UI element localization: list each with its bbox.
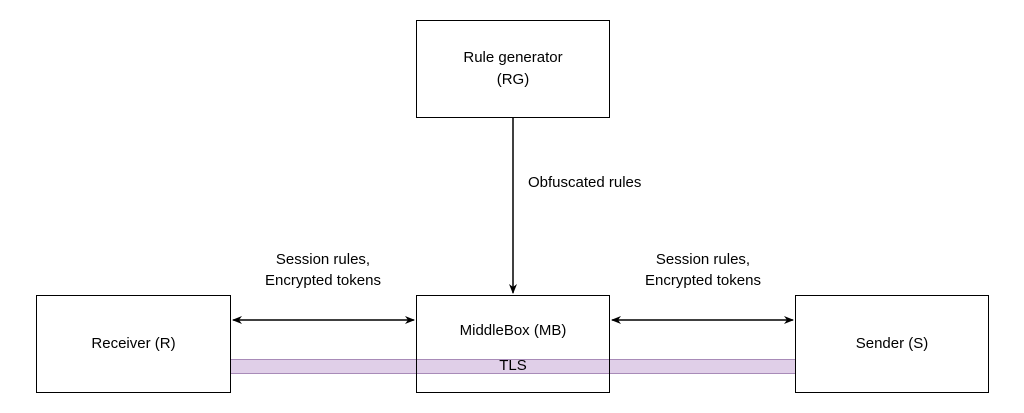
- middlebox-label: MiddleBox (MB): [459, 322, 567, 339]
- tls-label-text: TLS: [499, 357, 527, 374]
- receiver-box: Receiver (R): [36, 295, 231, 393]
- receiver-middlebox-label-line1: Session rules,: [275, 251, 371, 268]
- middlebox-box: MiddleBox (MB): [416, 295, 610, 393]
- receiver-label: Receiver (R): [91, 335, 176, 352]
- rule-generator-abbrev: (RG): [496, 71, 530, 88]
- rule-generator-label: Rule generator: [463, 49, 563, 66]
- obfuscated-rules-label: Obfuscated rules: [528, 174, 642, 191]
- middlebox-sender-label-line2: Encrypted tokens: [645, 272, 761, 289]
- rule-generator-box: Rule generator (RG): [416, 20, 610, 118]
- sender-box: Sender (S): [795, 295, 989, 393]
- receiver-middlebox-label: Session rules, Encrypted tokens: [230, 249, 416, 291]
- middlebox-sender-label-line1: Session rules,: [655, 251, 751, 268]
- tls-overlay-in-middlebox: [417, 359, 609, 374]
- sender-label: Sender (S): [855, 335, 929, 352]
- receiver-middlebox-label-line2: Encrypted tokens: [265, 272, 381, 289]
- middlebox-sender-label: Session rules, Encrypted tokens: [610, 249, 796, 291]
